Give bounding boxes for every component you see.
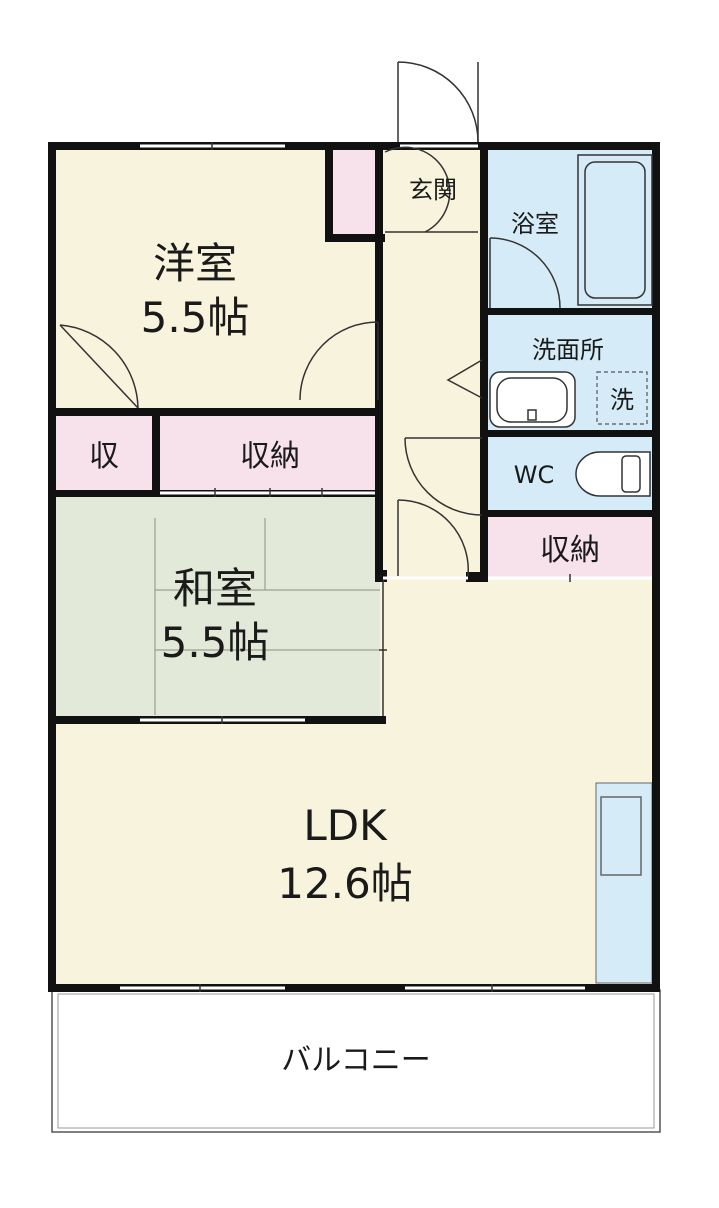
- washer-space: [596, 371, 648, 425]
- toilet-fixture: [575, 451, 651, 497]
- window-ticks: [199, 142, 571, 992]
- japanese-room-size: 5.5帖: [161, 618, 270, 667]
- balcony-label: バルコニー: [281, 1043, 430, 1078]
- bath-label: 浴室: [511, 210, 559, 238]
- closet-small-label: 収: [89, 439, 119, 474]
- room-labels: 洋室 5.5帖 和室 5.5帖 LDK 12.6帖 玄関 浴室 洗面所 洗 WC…: [89, 176, 634, 1078]
- japanese-room-name: 和室: [173, 564, 257, 613]
- western-room-name: 洋室: [153, 239, 237, 288]
- tatami-lines: [154, 518, 380, 715]
- closet-right-label: 収納: [540, 533, 600, 568]
- closet-west-floor: [157, 415, 380, 493]
- wash-basin: [489, 371, 576, 428]
- closet-right-floor: [485, 516, 655, 578]
- bathtub: [577, 154, 653, 306]
- closet-west-label: 収納: [240, 439, 300, 474]
- entrance-label: 玄関: [409, 176, 457, 204]
- toilet-label: WC: [514, 461, 555, 489]
- closet-small-floor: [55, 415, 153, 493]
- entrance-shoe-closet: [333, 150, 380, 238]
- japanese-room-floor: [55, 495, 380, 720]
- washroom-label: 洗面所: [532, 336, 604, 364]
- kitchen-sink: [600, 796, 642, 876]
- washer-label: 洗: [610, 386, 634, 414]
- doors: [59, 61, 561, 577]
- ldk-name: LDK: [303, 801, 388, 850]
- western-room-size: 5.5帖: [141, 293, 250, 342]
- ldk-size: 12.6帖: [277, 859, 413, 908]
- balcony: [51, 989, 661, 1133]
- corridor-floor: [380, 148, 485, 580]
